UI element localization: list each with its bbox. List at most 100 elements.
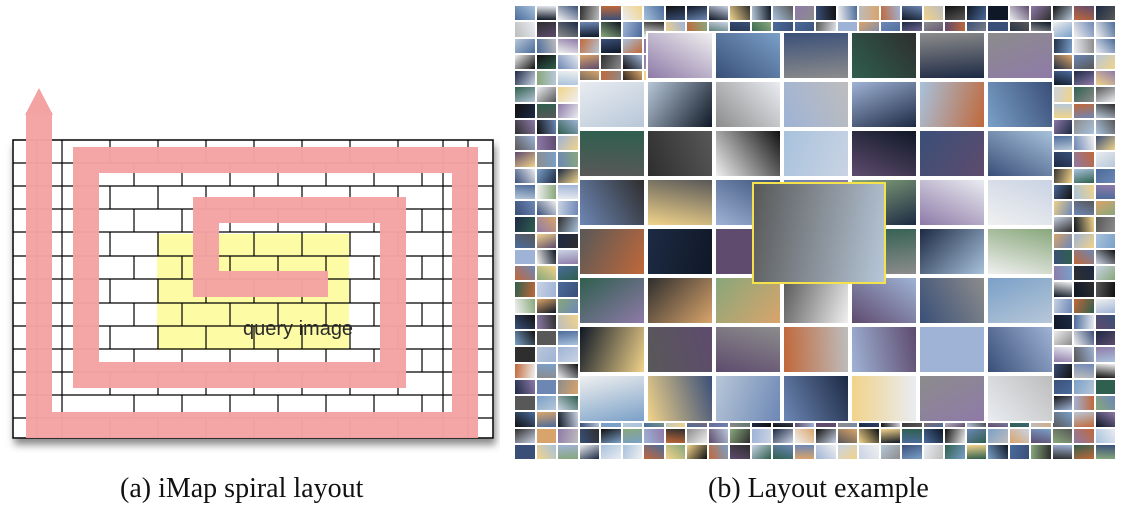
image-tile (686, 5, 708, 22)
image-tile (1051, 232, 1073, 249)
image-tile (815, 5, 837, 22)
image-tile (1094, 53, 1116, 70)
image-tile (578, 37, 600, 54)
image-tile (514, 443, 536, 460)
image-tile (1051, 362, 1073, 379)
image-tile (621, 53, 643, 70)
image-tile (535, 297, 557, 314)
image-tile (1094, 118, 1116, 135)
image-tile (621, 37, 643, 54)
image-tile (557, 346, 579, 363)
image-tile (944, 443, 966, 460)
image-tile (772, 443, 794, 460)
image-tile (986, 129, 1054, 178)
image-tile (1073, 70, 1095, 87)
caption-spiral-layout: (a) iMap spiral layout (120, 473, 364, 504)
image-tile (557, 183, 579, 200)
image-tile (535, 37, 557, 54)
image-tile (514, 167, 536, 184)
image-tile (643, 443, 665, 460)
image-tile (986, 227, 1054, 276)
image-tile (1073, 183, 1095, 200)
image-tile (1051, 297, 1073, 314)
image-tile (535, 102, 557, 119)
image-tile (836, 427, 858, 444)
image-tile (922, 427, 944, 444)
image-tile (1073, 86, 1095, 103)
image-tile (1073, 216, 1095, 233)
image-tile (1073, 395, 1095, 412)
image-tile (535, 378, 557, 395)
image-tile (1073, 265, 1095, 282)
image-tile (836, 443, 858, 460)
image-tile (707, 427, 729, 444)
image-tile (1051, 443, 1073, 460)
image-tile (600, 21, 622, 38)
image-tile (646, 80, 714, 129)
image-tile (707, 5, 729, 22)
image-tile (1073, 5, 1095, 22)
image-tile (1094, 216, 1116, 233)
image-tile (858, 427, 880, 444)
image-tile (514, 118, 536, 135)
image-tile (1051, 118, 1073, 135)
image-tile (1094, 232, 1116, 249)
image-tile (557, 330, 579, 347)
image-tile (1051, 5, 1073, 22)
image-tile (1051, 53, 1073, 70)
image-tile (1094, 200, 1116, 217)
image-tile (1073, 151, 1095, 168)
image-tile (557, 70, 579, 87)
image-tile (1094, 70, 1116, 87)
image-tile (600, 443, 622, 460)
image-tile (782, 31, 850, 80)
image-tile (1073, 281, 1095, 298)
image-tile (714, 276, 782, 325)
image-tile (1094, 395, 1116, 412)
image-tile (535, 5, 557, 22)
image-tile (793, 427, 815, 444)
image-tile (557, 216, 579, 233)
spiral-arrow-head-icon (25, 88, 53, 115)
image-tile (621, 427, 643, 444)
image-tile (714, 325, 782, 374)
image-tile (514, 5, 536, 22)
image-tile (850, 80, 918, 129)
image-tile (1008, 443, 1030, 460)
image-tile (557, 37, 579, 54)
image-tile (1051, 183, 1073, 200)
image-tile (557, 86, 579, 103)
image-tile (1073, 37, 1095, 54)
image-tile (901, 427, 923, 444)
image-tile (987, 427, 1009, 444)
image-tile (1051, 70, 1073, 87)
image-tile (646, 374, 714, 423)
image-tile (1073, 411, 1095, 428)
image-tile (514, 330, 536, 347)
image-tile (514, 297, 536, 314)
image-tile (646, 276, 714, 325)
image-tile (535, 265, 557, 282)
image-tile (535, 167, 557, 184)
image-tile (1094, 297, 1116, 314)
image-tile (1051, 135, 1073, 152)
image-tile (557, 118, 579, 135)
image-tile (922, 443, 944, 460)
image-tile (1094, 411, 1116, 428)
image-tile (557, 200, 579, 217)
image-tile (1008, 427, 1030, 444)
spiral-layout-svg (12, 88, 494, 439)
image-tile (1073, 232, 1095, 249)
image-tile (578, 227, 646, 276)
image-tile (1094, 378, 1116, 395)
image-tile (1073, 313, 1095, 330)
image-tile (1073, 135, 1095, 152)
image-tile (535, 232, 557, 249)
image-tile (664, 443, 686, 460)
image-tile (1030, 427, 1052, 444)
image-tile (986, 276, 1054, 325)
image-tile (1051, 200, 1073, 217)
image-tile (664, 427, 686, 444)
image-tile (714, 129, 782, 178)
image-tile (535, 86, 557, 103)
